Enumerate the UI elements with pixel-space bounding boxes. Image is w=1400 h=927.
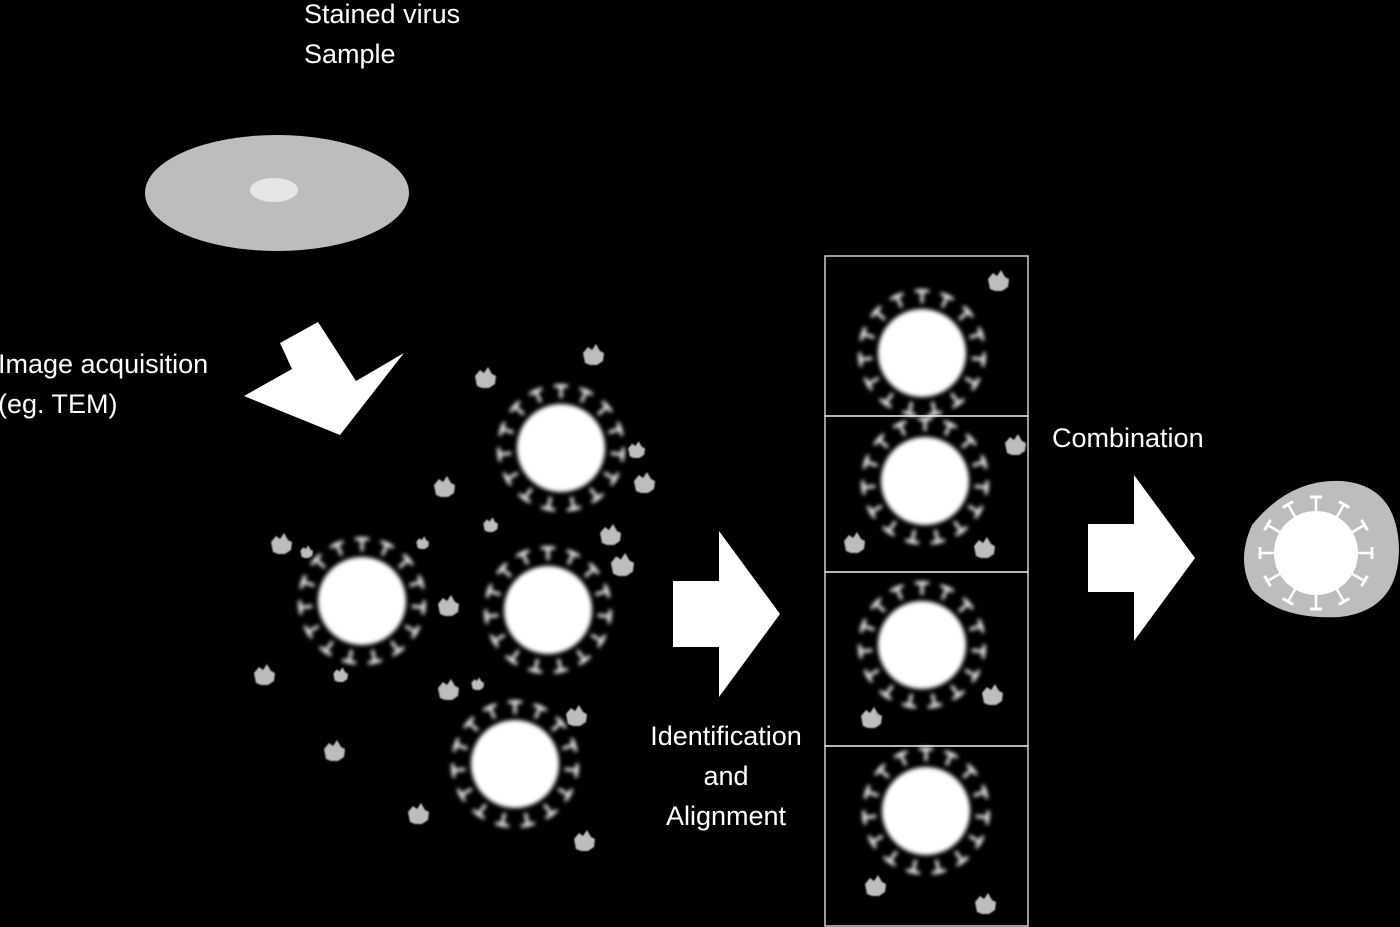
- acquisition-label: Image acquisition (eg. TEM): [0, 344, 208, 424]
- debris-particle-icon: [434, 476, 455, 497]
- identification-label-line: Identification: [650, 721, 802, 751]
- virus-particle-icon: [861, 417, 990, 545]
- acquisition-arrow-icon: [244, 322, 404, 435]
- debris-particle-icon: [574, 830, 595, 851]
- debris-particle-icon: [628, 441, 645, 458]
- combination-label-line: Combination: [1052, 423, 1204, 453]
- debris-particle-icon: [566, 705, 587, 726]
- debris-particle-icon: [634, 472, 655, 493]
- aligned-particle-stack: [824, 255, 1029, 927]
- identification-label-line: Alignment: [665, 801, 787, 831]
- debris-particle-icon: [483, 517, 498, 532]
- combination-label: Combination: [1052, 418, 1204, 458]
- combination-arrow-icon: [1088, 475, 1195, 641]
- debris-particle-icon: [416, 536, 429, 549]
- debris-particle-icon: [254, 664, 275, 685]
- virus-particle-icon: [862, 747, 991, 875]
- debris-particle-icon: [975, 893, 996, 914]
- debris-particle-icon: [438, 595, 459, 616]
- debris-particle-icon: [1005, 434, 1026, 455]
- debris-particle-icon: [865, 875, 886, 896]
- debris-particle-icon: [408, 803, 429, 824]
- particle-frame: [824, 745, 1029, 927]
- debris-particle-icon: [583, 344, 604, 365]
- stained-sample-dish-icon: [145, 135, 409, 251]
- debris-particle-icon: [333, 667, 348, 682]
- debris-particle-icon: [300, 545, 313, 558]
- sample-label: Stained virus Sample: [304, 0, 460, 74]
- debris-particle-icon: [982, 684, 1003, 705]
- debris-particle-icon: [475, 367, 496, 388]
- virus-particle-icon: [858, 289, 987, 417]
- virus-particle-icon: [451, 700, 580, 828]
- sample-label-line: Sample: [304, 39, 396, 69]
- debris-particle-icon: [438, 679, 459, 700]
- virus-particle-icon: [858, 581, 987, 709]
- virus-particle-icon: [484, 546, 613, 674]
- debris-particle-icon: [988, 270, 1009, 291]
- acquisition-label-line: (eg. TEM): [0, 389, 118, 419]
- debris-particle-icon: [600, 524, 621, 545]
- debris-particle-icon: [271, 533, 292, 554]
- debris-particle-icon: [844, 532, 865, 553]
- reconstructed-virus-icon: [1244, 480, 1399, 618]
- virus-particle-icon: [298, 537, 427, 665]
- debris-particle-icon: [861, 707, 882, 728]
- identification-label-line: and: [703, 761, 749, 791]
- debris-particle-icon: [471, 677, 484, 690]
- debris-particle-icon: [974, 537, 995, 558]
- debris-particle-icon: [324, 740, 345, 761]
- identification-arrow-icon: [673, 531, 780, 697]
- virus-particle-icon: [497, 384, 626, 512]
- identification-label: Identification and Alignment: [636, 716, 816, 836]
- debris-particle-icon: [610, 552, 634, 576]
- sample-label-line: Stained virus: [304, 0, 461, 29]
- acquisition-label-line: Image acquisition: [0, 349, 209, 379]
